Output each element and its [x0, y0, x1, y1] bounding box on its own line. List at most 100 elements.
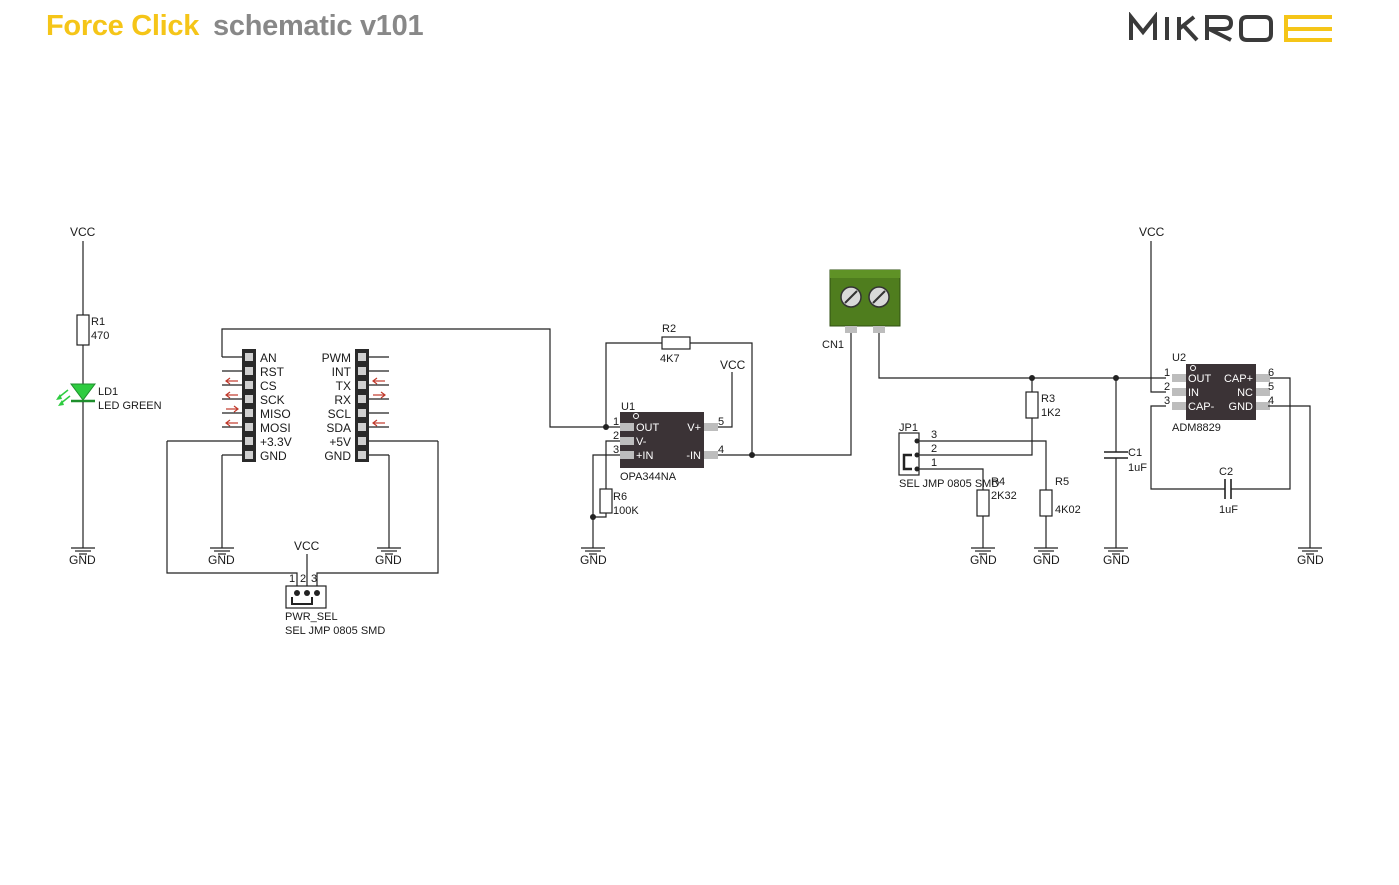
gnd-label: GND: [69, 553, 96, 567]
vcc-label-led: VCC: [70, 225, 96, 239]
pin-label-sck: SCK: [260, 393, 285, 407]
u1-pin-num-5: 5: [718, 416, 724, 428]
u2-pin-num-4: 4: [1268, 395, 1274, 407]
mikrobus-right-connector: [355, 349, 369, 462]
ld1-ref: LD1: [98, 386, 118, 398]
cn1-ref: CN1: [822, 339, 844, 351]
r3-value: 1K2: [1041, 407, 1061, 419]
c2-value: 1uF: [1219, 504, 1238, 516]
c1-value: 1uF: [1128, 462, 1147, 474]
jp1-pin-3: 3: [931, 429, 937, 441]
pin-label-int: INT: [332, 365, 352, 379]
u2-pin-in: IN: [1188, 387, 1199, 399]
header-pin: [358, 437, 366, 445]
charge-pump-u2: VCC C2 1uF OUT IN CAP- CAP+ NC GND 1 2 3…: [1139, 225, 1324, 567]
pwrsel-pin-1: 1: [289, 573, 295, 585]
u1-pin-out: OUT: [636, 422, 660, 434]
header-pin: [245, 451, 253, 459]
signal-direction-arrowhead: [233, 405, 239, 413]
pwrsel-ref: PWR_SEL: [285, 611, 338, 623]
pin-label-scl: SCL: [328, 407, 352, 421]
u2-pin-capplus: CAP+: [1224, 373, 1253, 385]
pwr-sel-jumper: VCC 1 2 3 PWR_SEL SEL JMP 0805 SMD: [285, 539, 385, 637]
signal-direction-arrowhead: [225, 419, 231, 427]
pin-label-3v3: +3.3V: [260, 435, 292, 449]
jp1-value: SEL JMP 0805 SMD: [899, 478, 999, 490]
u1-pin-vminus: V-: [636, 436, 647, 448]
r4-value: 2K32: [991, 490, 1017, 502]
r6-value: 100K: [613, 505, 639, 517]
gnd-label: GND: [208, 553, 235, 567]
vcc-label-u2: VCC: [1139, 225, 1165, 239]
divider-network: R3 1K2 JP1 SEL JMP 0805 SMD 3 2 1 R4 2K3…: [898, 378, 1081, 567]
u1-pin-num-3: 3: [613, 444, 619, 456]
pin-label-5v: +5V: [329, 435, 351, 449]
r2-value: 4K7: [660, 353, 680, 365]
pin-label-miso: MISO: [260, 407, 291, 421]
mikrobus-header: AN RST CS SCK MISO MOSI +3.3V GND PWM IN…: [166, 328, 620, 586]
header-pin: [245, 395, 253, 403]
resistor-r3: [1025, 391, 1039, 419]
resistor-r1: [76, 314, 90, 346]
opamp-u1-section: R2 4K7 OUT V- +IN V+ -IN 1 2 3 5 4 U1 OP…: [580, 323, 852, 567]
pin-label-an: AN: [260, 351, 277, 365]
terminal-block-cn1: CN1: [822, 269, 901, 351]
pin-label-tx: TX: [336, 379, 351, 393]
r5-ref: R5: [1055, 476, 1069, 488]
jp1-ref: JP1: [899, 422, 918, 434]
led-circuit: VCC R1 470 LD1 LED GREEN GND: [56, 225, 162, 567]
u1-pin-vplus: V+: [687, 422, 701, 434]
u2-pin-num-2: 2: [1164, 381, 1170, 393]
r3-ref: R3: [1041, 393, 1055, 405]
header-pin: [358, 353, 366, 361]
resistor-r5: [1039, 489, 1053, 517]
signal-direction-arrowhead: [225, 377, 231, 385]
pwrsel-pin-3: 3: [311, 573, 317, 585]
u2-pin-gnd: GND: [1229, 401, 1254, 413]
u2-pin-num-5: 5: [1268, 381, 1274, 393]
u2-part: ADM8829: [1172, 422, 1221, 434]
u2-pin-capminus: CAP-: [1188, 401, 1215, 413]
c1-ref: C1: [1128, 447, 1142, 459]
schematic-version: schematic v101: [213, 10, 424, 42]
u2-pin-nc: NC: [1237, 387, 1253, 399]
pin-label-rst: RST: [260, 365, 285, 379]
signal-direction-arrowhead: [380, 391, 386, 399]
capacitor-c1: C1 1uF GND: [1103, 378, 1147, 567]
pwrsel-value: SEL JMP 0805 SMD: [285, 625, 385, 637]
gnd-label: GND: [580, 553, 607, 567]
mikroe-logo: [1129, 12, 1332, 42]
c2-ref: C2: [1219, 466, 1233, 478]
u1-ref: U1: [621, 401, 635, 413]
pin-label-gnd-left: GND: [260, 449, 287, 463]
header-pin: [245, 367, 253, 375]
u1-pin-minusin: -IN: [686, 450, 701, 462]
mikrobus-left-connector: [242, 349, 256, 462]
pin-label-rx: RX: [334, 393, 351, 407]
gnd-label: GND: [375, 553, 402, 567]
pin-label-mosi: MOSI: [260, 421, 291, 435]
product-name: Force Click: [46, 10, 200, 42]
header-pin: [358, 451, 366, 459]
pin-label-gnd-right: GND: [324, 449, 351, 463]
header-pin: [358, 395, 366, 403]
pin-label-pwm: PWM: [322, 351, 351, 365]
u1-pin-num-1: 1: [613, 416, 619, 428]
r6-ref: R6: [613, 491, 627, 503]
pin-label-cs: CS: [260, 379, 277, 393]
r1-ref: R1: [91, 316, 105, 328]
u2-pin-num-3: 3: [1164, 395, 1170, 407]
signal-direction-arrowhead: [372, 419, 378, 427]
header-pin: [358, 367, 366, 375]
resistor-r6: [599, 488, 613, 514]
header-pin: [358, 423, 366, 431]
pin-label-sda: SDA: [326, 421, 351, 435]
header-pin: [245, 381, 253, 389]
gnd-label: GND: [1103, 553, 1130, 567]
resistor-r4: [976, 489, 990, 517]
pwrsel-pin-2: 2: [300, 573, 306, 585]
gnd-label: GND: [970, 553, 997, 567]
u1-pin-num-2: 2: [613, 430, 619, 442]
page-title: Force Click schematic v101: [46, 10, 424, 43]
